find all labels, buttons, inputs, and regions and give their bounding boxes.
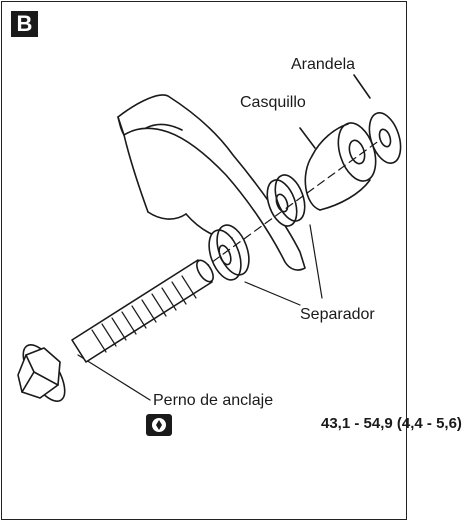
leader-separador-upper: [309, 224, 323, 299]
diagram-border: [1, 1, 407, 520]
anchor-bolt: [17, 259, 214, 402]
label-perno: Perno de anclaje: [153, 392, 274, 409]
leader-separador-lower: [244, 281, 301, 306]
washer: [353, 74, 402, 164]
spacer-lower: [208, 224, 250, 281]
leader-perno: [77, 354, 151, 401]
bushing: [299, 122, 377, 212]
torque-wrench-icon: [146, 414, 172, 436]
section-badge: B: [11, 11, 38, 37]
spacer-upper: [266, 174, 306, 227]
torque-value: 43,1 - 54,9 (4,4 - 5,6): [321, 415, 462, 432]
label-arandela: Arandela: [291, 56, 356, 73]
exploded-view-illustration: [17, 74, 402, 402]
label-separador: Separador: [300, 306, 375, 323]
label-casquillo: Casquillo: [240, 94, 306, 111]
